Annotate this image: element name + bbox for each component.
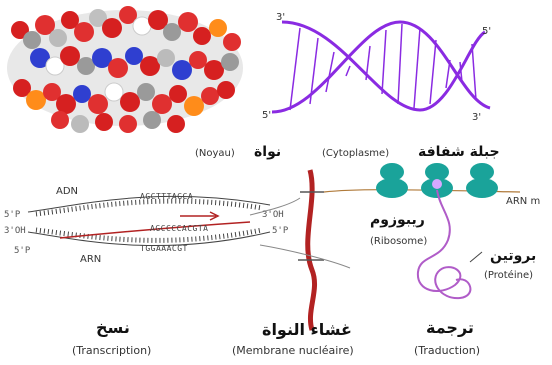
end-label-left-top: 5'P (4, 210, 20, 220)
sequence-mid: AGCCCCACGTA (150, 224, 208, 233)
ribosome-arabic-label: ريبوزوم (370, 212, 425, 228)
arn-label: ARN (80, 254, 101, 265)
transcription-arabic-caption: نسخ (96, 318, 130, 337)
dna-double-helix (272, 22, 490, 112)
end-label-left-bottom: 5'P (14, 246, 30, 256)
adn-label: ADN (56, 186, 78, 197)
membrane-caption: (Membrane nucléaire) (232, 344, 354, 357)
end-label-right-mid: 5'P (272, 226, 288, 236)
end-label-right-top: 3'OH (262, 210, 284, 220)
end-label-left-mid: 3'OH (4, 226, 26, 236)
traduction-arabic-caption: ترجمة (426, 318, 474, 337)
proteine-label: (Protéine) (484, 270, 533, 281)
arn-m-label: ARN m (506, 196, 540, 207)
helix-label-bottom-left: 5' (262, 110, 271, 121)
cytoplasme-label: (Cytoplasme) (322, 148, 389, 159)
helix-label-top-right: 5' (482, 26, 491, 37)
noyau-arabic-label: نواة (254, 144, 281, 160)
sequence-top: AGCTTTAGCA (140, 192, 193, 201)
ribosome-label: (Ribosome) (370, 236, 427, 247)
traduction-caption: (Traduction) (414, 344, 480, 357)
noyau-label: (Noyau) (195, 148, 235, 159)
membrane-arabic-caption: غشاء النواة (262, 320, 352, 339)
cytoplasme-arabic-label: جبلة شفافة (418, 144, 500, 160)
proteine-arabic-label: بروتين (490, 248, 536, 264)
helix-label-bottom-right: 3' (472, 112, 481, 123)
helix-label-top-left: 3' (276, 12, 285, 23)
sequence-bottom: TGGAAACGT (140, 244, 188, 253)
nuclear-membrane (250, 170, 350, 330)
transcription-bubble (28, 196, 270, 245)
transcription-caption: (Transcription) (72, 344, 151, 357)
dna-space-filling-model (7, 6, 243, 133)
